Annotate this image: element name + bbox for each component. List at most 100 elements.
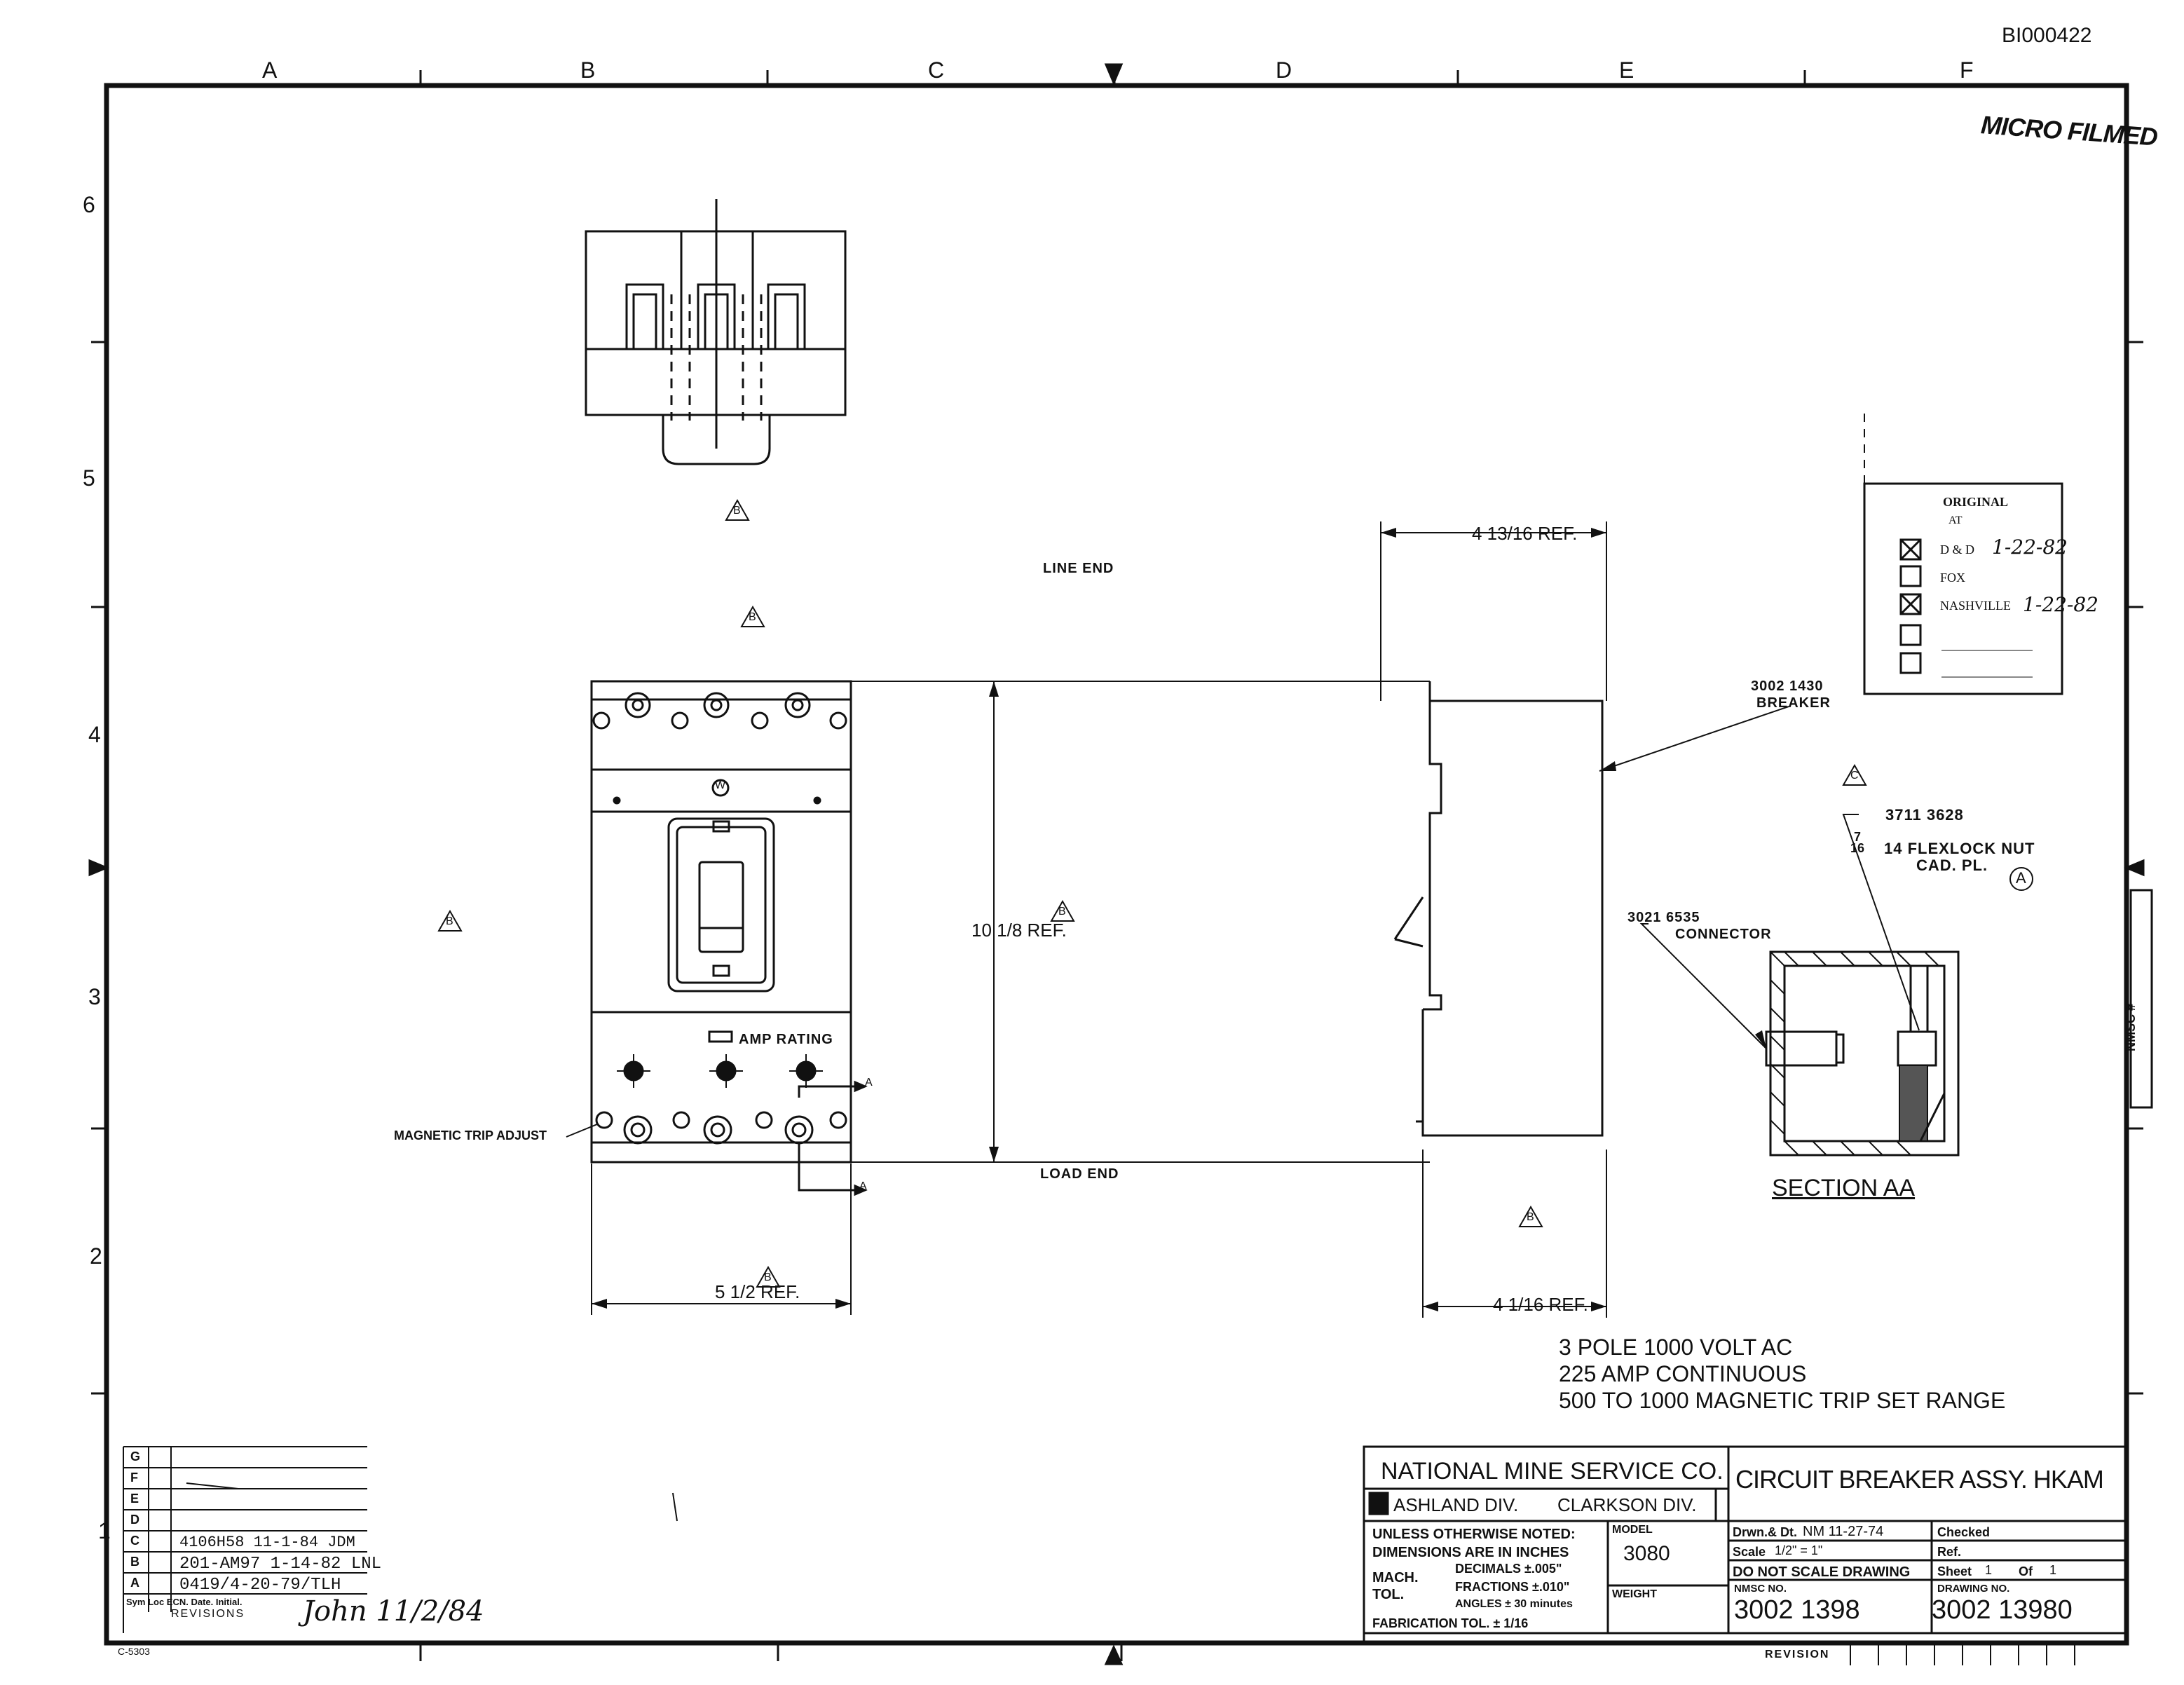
load-end-label: LOAD END (1040, 1166, 1119, 1182)
side-tab (2129, 889, 2153, 1109)
rev-letter-f: F (130, 1471, 138, 1485)
top-view (585, 199, 847, 465)
stamp-title: ORIGINAL (1943, 495, 2009, 509)
stamp-row-nashville: NASHVILLE (1940, 599, 2011, 613)
drawing-number: 3002 13980 (1932, 1595, 2073, 1625)
note-trip-range: 500 TO 1000 MAGNETIC TRIP SET RANGE (1559, 1388, 2006, 1413)
revision-label: REVISION (1765, 1649, 1830, 1660)
dim-top-width: 4 13/16 REF. (1472, 523, 1578, 544)
rev-symbol-c: C (1850, 770, 1859, 782)
magnetic-trip-adjust-label: MAGNETIC TRIP ADJUST (394, 1128, 547, 1142)
note-amp-rating: 225 AMP CONTINUOUS (1559, 1361, 1807, 1386)
do-not-scale: DO NOT SCALE DRAWING (1733, 1564, 1911, 1580)
rev-letter-e: E (130, 1492, 139, 1506)
mach-label: MACH. (1372, 1570, 1419, 1585)
stamp-at: AT (1948, 514, 1963, 526)
section-marker: A (2016, 869, 2026, 887)
nut-plating: CAD. PL. (1916, 857, 1988, 874)
rev-symbol: B (1527, 1211, 1534, 1223)
rev-symbol: B (733, 505, 741, 517)
ref-label: Ref. (1937, 1545, 1962, 1559)
front-view (590, 680, 868, 1196)
stamp-row-nashville-date: 1-22-82 (2023, 593, 2098, 616)
rev-symbol: B (1058, 906, 1066, 917)
dim-front-width: 5 1/2 REF. (715, 1281, 800, 1302)
checked-label: Checked (1937, 1525, 1991, 1539)
fabrication-tol: FABRICATION TOL. ± 1/16 (1372, 1616, 1529, 1630)
revision-entry-c: 4106H58 11-1-84 JDM (179, 1534, 355, 1551)
stamp-row-fox: FOX (1940, 571, 1966, 585)
center-arrow-right (2124, 859, 2145, 877)
grid-col-f: F (1960, 57, 1974, 83)
rev-letter-c: C (130, 1534, 139, 1548)
rev-letter-g: G (130, 1449, 141, 1464)
section-aa-view (1765, 950, 1960, 1157)
revision-entry-a: 0419/4-20-79/TLH (179, 1576, 341, 1595)
dim-height: 10 1/8 REF. (971, 920, 1067, 941)
rev-symbol: B (749, 611, 756, 623)
rev-symbol: B (446, 915, 453, 927)
title-block (1363, 1445, 2128, 1644)
weight-label: WEIGHT (1612, 1588, 1657, 1600)
tol-fractions: FRACTIONS ±.010" (1455, 1580, 1570, 1594)
connector-label: CONNECTOR (1675, 927, 1772, 942)
nut-description: 14 FLEXLOCK NUT (1884, 840, 2035, 857)
center-arrow-top (1104, 63, 1124, 86)
stamp-row-dd-date: 1-22-82 (1992, 535, 2068, 559)
rev-letter-b: B (130, 1555, 139, 1569)
nut-part-no: 3711 3628 (1885, 806, 1964, 824)
line-end-label: LINE END (1043, 561, 1114, 576)
rev-symbol: B (764, 1271, 772, 1283)
tol-angles: ANGLES ± 30 minutes (1455, 1598, 1573, 1610)
revisions-header: Sym Loc ECN. Date. Initial. (126, 1597, 243, 1607)
grid-col-a: A (262, 57, 278, 83)
border-frame (104, 83, 2129, 1646)
grid-col-b: B (580, 57, 596, 83)
breaker-label: BREAKER (1756, 695, 1831, 711)
revision-entry-b: 201-AM97 1-14-82 LNL (179, 1555, 382, 1574)
original-stamp (1863, 414, 2063, 695)
drawing-title: CIRCUIT BREAKER ASSY. HKAM (1735, 1465, 2104, 1494)
rev-letter-a: A (130, 1576, 139, 1590)
model-number: 3080 (1623, 1542, 1670, 1565)
division-ashland: ASHLAND DIV. (1393, 1494, 1519, 1515)
connector-part-no: 3021 6535 (1627, 910, 1700, 925)
grid-row-3: 3 (88, 984, 101, 1009)
sheet-number: 1 (1985, 1563, 1993, 1577)
scale-label: Scale (1733, 1545, 1766, 1559)
of-label: Of (2019, 1564, 2033, 1578)
signature: John 11/2/84 (303, 1595, 484, 1628)
company-name: NATIONAL MINE SERVICE CO. (1381, 1458, 1724, 1485)
rev-letter-d: D (130, 1513, 139, 1527)
grid-col-e: E (1619, 57, 1634, 83)
manufacturer-logo: W (715, 779, 726, 791)
grid-row-5: 5 (83, 465, 95, 491)
cut-marker-top: A (865, 1077, 873, 1089)
grid-row-4: 4 (88, 722, 101, 747)
note-pole-voltage: 3 POLE 1000 VOLT AC (1559, 1335, 1793, 1360)
drawing-no-label: DRAWING NO. (1937, 1583, 2010, 1595)
sheet-label: Sheet (1937, 1564, 1972, 1578)
side-tab-label: NMSC # (2124, 1003, 2138, 1051)
tol-decimals: DECIMALS ±.005" (1455, 1562, 1562, 1576)
revision-symbols (437, 498, 2033, 1288)
form-number-alt: C-5303 (118, 1646, 150, 1657)
grid-col-d: D (1276, 57, 1292, 83)
grid-col-c: C (928, 57, 945, 83)
revisions-footer: REVISIONS (171, 1608, 245, 1620)
center-arrow-bottom (1104, 1644, 1124, 1665)
stamp-row-dd: D & D (1940, 543, 1974, 557)
scale-value: 1/2" = 1" (1775, 1543, 1823, 1557)
division-clarkson: CLARKSON DIV. (1557, 1494, 1697, 1515)
drawn-label: Drwn.& Dt. (1733, 1525, 1797, 1539)
dims-inches: DIMENSIONS ARE IN INCHES (1372, 1545, 1569, 1560)
grid-row-6: 6 (83, 192, 95, 217)
section-aa-label: SECTION AA (1772, 1175, 1916, 1201)
revisions-block (123, 1446, 367, 1633)
grid-row-1: 1 (98, 1518, 111, 1543)
unless-noted: UNLESS OTHERWISE NOTED: (1372, 1527, 1576, 1542)
grid-row-2: 2 (90, 1243, 102, 1269)
dim-bottom-width: 4 1/16 REF. (1493, 1294, 1588, 1315)
